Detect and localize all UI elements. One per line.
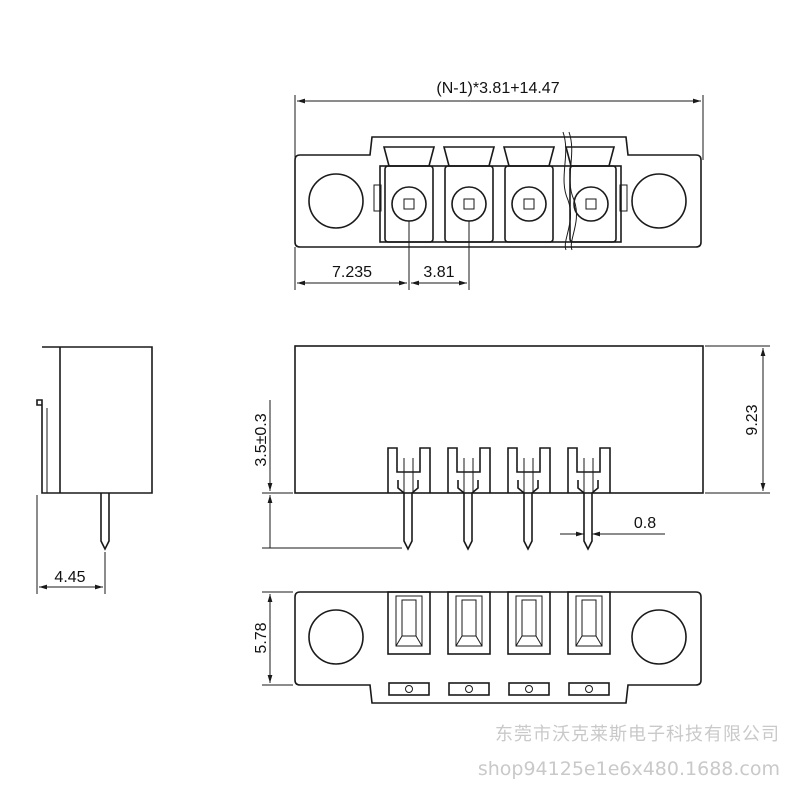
bottom-slot-1: [387, 591, 431, 655]
front-pin-1: [387, 447, 431, 551]
dim-pitch: 3.81: [423, 264, 454, 281]
top-view: (N-1)*3.81+14.47: [294, 80, 704, 290]
top-housing: [379, 165, 622, 243]
bottom-flange: [294, 591, 702, 704]
mount-hole-left: [308, 173, 364, 229]
dim-overall-width: (N-1)*3.81+14.47: [436, 80, 559, 97]
front-pin-3: [507, 447, 551, 551]
side-view: 4.45: [36, 346, 153, 594]
front-pin-4: [567, 447, 611, 551]
bottom-view: 5.78: [253, 591, 702, 704]
front-view: 9.23 3.5±0.3 0.8: [253, 345, 770, 551]
mount-hole-right-bottom: [631, 609, 687, 665]
bottom-slot-4: [567, 591, 611, 655]
dim-pin-width: 0.8: [634, 515, 656, 532]
dim-edge-to-first-pin: 7.235: [332, 264, 372, 281]
watermark-company: 东莞市沃克莱斯电子科技有限公司: [495, 724, 780, 745]
top-flange: [294, 136, 702, 248]
watermark-url: shop94125e1e6x480.1688.com: [477, 758, 780, 780]
bottom-slot-3: [507, 591, 551, 655]
front-pin-2: [447, 447, 491, 551]
bottom-slot-2: [447, 591, 491, 655]
dim-side-offset: 4.45: [54, 569, 85, 586]
mount-hole-left-bottom: [308, 609, 364, 665]
mount-hole-right: [631, 173, 687, 229]
dim-bottom-depth: 5.78: [253, 622, 270, 653]
top-pin-3: [502, 146, 556, 243]
dim-pin-length: 3.5±0.3: [253, 413, 270, 466]
front-body: [294, 345, 704, 494]
top-pin-4: [564, 146, 617, 243]
bottom-windows: [388, 682, 610, 696]
dim-body-height: 9.23: [744, 404, 761, 435]
